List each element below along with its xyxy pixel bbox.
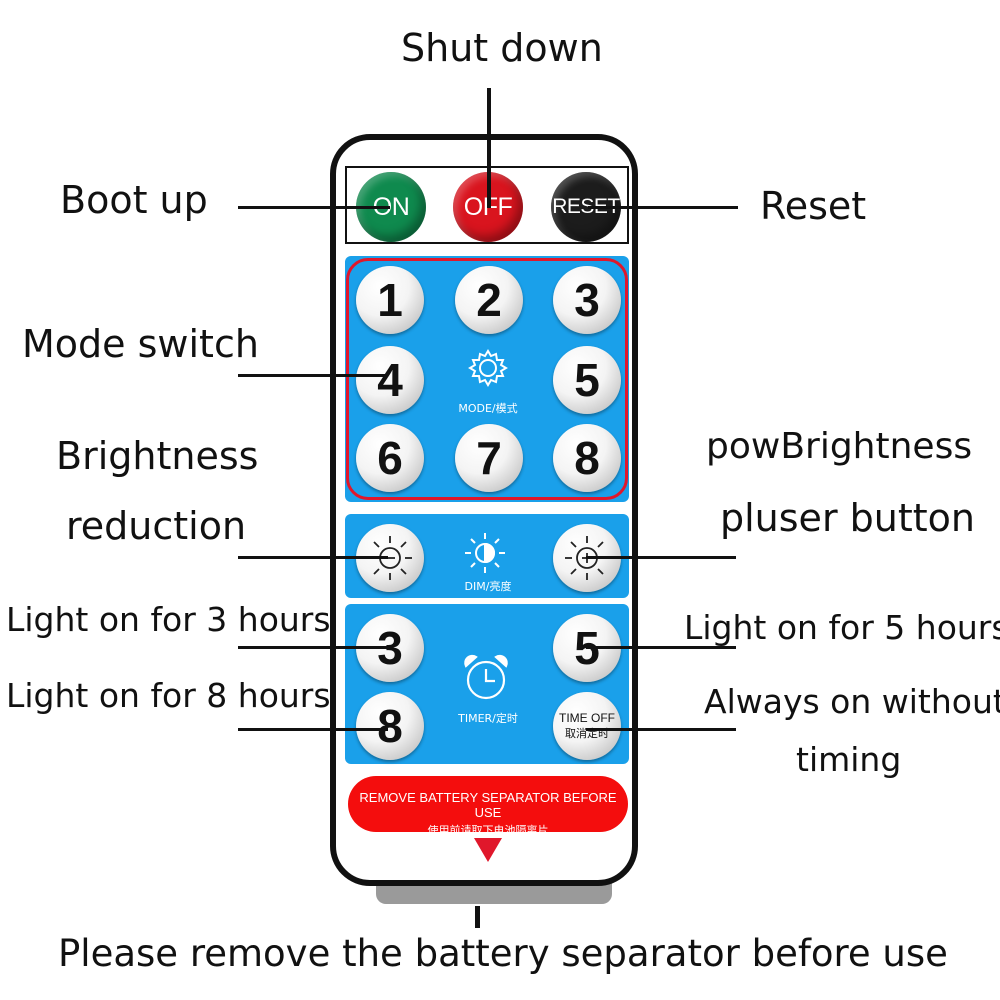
brightness-icon: [465, 533, 505, 573]
alarm-clock-icon: [464, 654, 508, 700]
time-off-cn-label: 取消定时: [565, 728, 609, 740]
battery-separator-notice: REMOVE BATTERY SEPARATOR BEFORE USE 使用前请…: [348, 776, 628, 837]
always-on-callout-2: timing: [796, 740, 902, 779]
light-5h-callout: Light on for 5 hours: [684, 608, 1000, 647]
remote-body: [330, 134, 638, 886]
timer-3h-button[interactable]: 3: [356, 614, 424, 682]
separator-text-en: REMOVE BATTERY SEPARATOR BEFORE USE: [359, 790, 617, 820]
mode-button-3[interactable]: 3: [553, 266, 621, 334]
boot-up-callout: Boot up: [60, 178, 208, 222]
mode-button-1[interactable]: 1: [356, 266, 424, 334]
mode-button-8[interactable]: 8: [553, 424, 621, 492]
mode-button-4[interactable]: 4: [356, 346, 424, 414]
always-on-callout-1: Always on without: [704, 682, 1000, 721]
timer-8h-button[interactable]: 8: [356, 692, 424, 760]
light-3h-line: [238, 646, 388, 649]
light-8h-callout: Light on for 8 hours: [6, 676, 331, 715]
mode-button-7[interactable]: 7: [455, 424, 523, 492]
always-on-line: [586, 728, 736, 731]
gear-icon: [468, 349, 508, 387]
separator-text-cn: 使用前请取下电池隔离片: [427, 825, 549, 837]
reset-callout: Reset: [760, 184, 867, 228]
shut-down-line: [487, 88, 491, 208]
mode-label: MODE/模式: [458, 402, 518, 415]
brightness-reduction-callout-2: reduction: [66, 504, 247, 548]
bottom-note-line: [475, 906, 480, 928]
brightness-reduction-callout-1: Brightness: [56, 434, 259, 478]
boot-up-line: [238, 206, 390, 209]
time-off-label: TIME OFF: [559, 711, 615, 725]
mode-highlight-border: [346, 258, 628, 500]
brightness-plus-callout-2: pluser button: [720, 496, 975, 540]
mode-button-6[interactable]: 6: [356, 424, 424, 492]
mode-button-2[interactable]: 2: [455, 266, 523, 334]
light-8h-line: [238, 728, 388, 731]
dim-label: DIM/亮度: [464, 580, 512, 593]
timer-label: TIMER/定时: [458, 712, 518, 725]
brightness-minus-line: [238, 556, 388, 559]
mode-switch-callout: Mode switch: [22, 322, 259, 366]
shut-down-callout: Shut down: [401, 26, 603, 70]
brightness-plus-callout-1: powBrightness: [706, 426, 973, 467]
light-5h-line: [586, 646, 736, 649]
brightness-plus-line: [586, 556, 736, 559]
time-off-button[interactable]: TIME OFF 取消定时: [553, 692, 621, 760]
mode-button-5[interactable]: 5: [553, 346, 621, 414]
bottom-note: Please remove the battery separator befo…: [58, 932, 948, 975]
light-3h-callout: Light on for 3 hours: [6, 600, 331, 639]
reset-line: [588, 206, 738, 209]
mode-switch-line: [238, 374, 388, 377]
down-arrow-icon: [474, 838, 502, 862]
